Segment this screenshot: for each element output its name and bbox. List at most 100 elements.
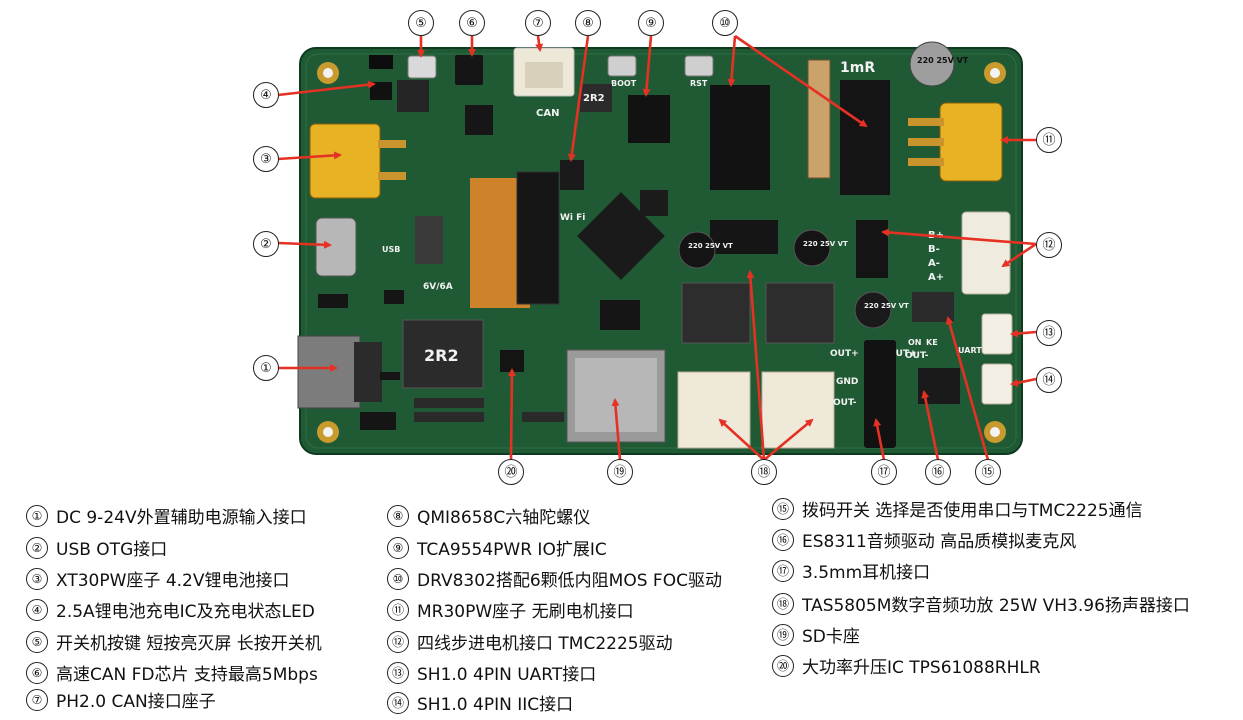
boot-silk-label: BOOT xyxy=(611,79,637,88)
legend-item: ⑧ QMI8658C六轴陀螺仪 xyxy=(387,503,590,528)
pin-label: A- xyxy=(928,258,940,269)
legend-item: ① DC 9-24V外置辅助电源输入接口 xyxy=(26,503,307,528)
electrolytic-capacitor xyxy=(909,41,955,87)
mr30pw-connector xyxy=(939,102,1003,182)
legend-number: ⑧ xyxy=(387,504,409,527)
iic-connector xyxy=(981,363,1013,405)
legend-number: ① xyxy=(26,504,48,527)
callout-12: ⑫ xyxy=(1036,232,1062,258)
callout-2: ② xyxy=(253,231,279,257)
mosfet-array xyxy=(840,80,890,195)
cap-label-1: 220 25V VT xyxy=(917,56,969,65)
cap-label-2: 220 25V VT xyxy=(688,242,733,250)
inductor-top-label: 2R2 xyxy=(583,93,605,104)
out-label: OUT- xyxy=(905,351,929,361)
legend-number: ⑦ xyxy=(26,688,48,711)
callout-16: ⑯ xyxy=(925,459,951,485)
switch-label: KE xyxy=(926,338,938,347)
callout-19: ⑲ xyxy=(607,459,633,485)
dip-switch xyxy=(912,292,954,322)
cap-label-3: 220 25V VT xyxy=(803,240,848,248)
legend-text: 拨码开关 选择是否使用串口与TMC2225通信 xyxy=(802,501,1143,521)
legend-text: 大功率升压IC TPS61088RHLR xyxy=(802,658,1041,678)
legend-number: ⑥ xyxy=(26,661,48,684)
switch-label: UART xyxy=(958,346,982,355)
callout-9: ⑨ xyxy=(638,10,664,36)
legend-number: ② xyxy=(26,536,48,559)
switch-label: ON xyxy=(908,338,922,347)
legend-number: ⑯ xyxy=(772,528,794,551)
speaker-connector-right xyxy=(761,371,835,449)
power-inductor xyxy=(681,282,751,344)
can-fd-chip xyxy=(455,55,483,85)
legend-text: 开关机按键 短按亮灭屏 长按开关机 xyxy=(56,634,322,654)
legend-text: TCA9554PWR IO扩展IC xyxy=(417,540,607,560)
tps61088-chip xyxy=(500,350,524,372)
imu-chip xyxy=(560,160,584,190)
callout-4: ④ xyxy=(253,82,279,108)
tca9554-chip xyxy=(628,95,670,143)
legend-number: ⑪ xyxy=(387,598,409,621)
callout-15: ⑮ xyxy=(975,459,1001,485)
callout-8: ⑧ xyxy=(575,10,601,36)
callout-14: ⑭ xyxy=(1036,367,1062,393)
legend-text: QMI8658C六轴陀螺仪 xyxy=(417,508,591,528)
legend-text: MR30PW座子 无刷电机接口 xyxy=(417,602,634,622)
pin-label: A+ xyxy=(928,272,944,283)
electrolytic-capacitor xyxy=(793,229,831,267)
tmc2225-chip xyxy=(710,220,778,254)
legend-number: ⑰ xyxy=(772,559,794,582)
can-silk-label: CAN xyxy=(536,108,559,119)
xt30-connector xyxy=(309,123,381,199)
callout-18: ⑱ xyxy=(751,459,777,485)
legend-number: ⑮ xyxy=(772,497,794,520)
legend-text: SD卡座 xyxy=(802,627,860,647)
legend-item: ⑩ DRV8302搭配6颗低内阻MOS FOC驱动 xyxy=(387,566,722,591)
legend-item: ⑲ SD卡座 xyxy=(772,622,860,647)
legend-text: SH1.0 4PIN IIC接口 xyxy=(417,695,574,715)
audio-jack xyxy=(864,340,896,448)
shunt-resistors xyxy=(807,59,831,179)
legend-number: ⑫ xyxy=(387,630,409,653)
out-label: OUT+ xyxy=(888,349,917,359)
callout-3: ③ xyxy=(253,146,279,172)
callout-13: ⑬ xyxy=(1036,320,1062,346)
volt-silk-label: 6V/6A xyxy=(423,282,453,292)
power-inductor xyxy=(765,282,835,344)
legend-text: XT30PW座子 4.2V锂电池接口 xyxy=(56,571,290,591)
legend-text: 2.5A锂电池充电IC及充电状态LED xyxy=(56,602,315,622)
legend-text: SH1.0 4PIN UART接口 xyxy=(417,665,597,685)
callout-11: ⑪ xyxy=(1036,127,1062,153)
legend-text: DC 9-24V外置辅助电源输入接口 xyxy=(56,508,307,528)
legend-number: ⑳ xyxy=(772,654,794,677)
charger-inductor xyxy=(397,80,429,112)
legend-number: ⑭ xyxy=(387,691,409,714)
legend-number: ⑲ xyxy=(772,623,794,646)
usb-c-port xyxy=(315,217,357,277)
out-label: GND xyxy=(836,377,858,387)
cap-label-4: 220 25V VT xyxy=(864,302,909,310)
legend-item: ⑪ MR30PW座子 无刷电机接口 xyxy=(387,597,634,622)
legend-text: DRV8302搭配6颗低内阻MOS FOC驱动 xyxy=(417,571,722,591)
legend-item: ⑭ SH1.0 4PIN IIC接口 xyxy=(387,690,573,715)
dc-barrel-jack xyxy=(297,335,361,409)
callout-7: ⑦ xyxy=(525,10,551,36)
boot-button xyxy=(607,55,637,77)
callout-1: ① xyxy=(253,355,279,381)
inductor-main-label: 2R2 xyxy=(424,346,459,365)
legend-text: 3.5mm耳机接口 xyxy=(802,563,931,583)
legend-number: ⑩ xyxy=(387,567,409,590)
callout-10: ⑩ xyxy=(712,10,738,36)
drv8302-chip xyxy=(710,85,770,190)
